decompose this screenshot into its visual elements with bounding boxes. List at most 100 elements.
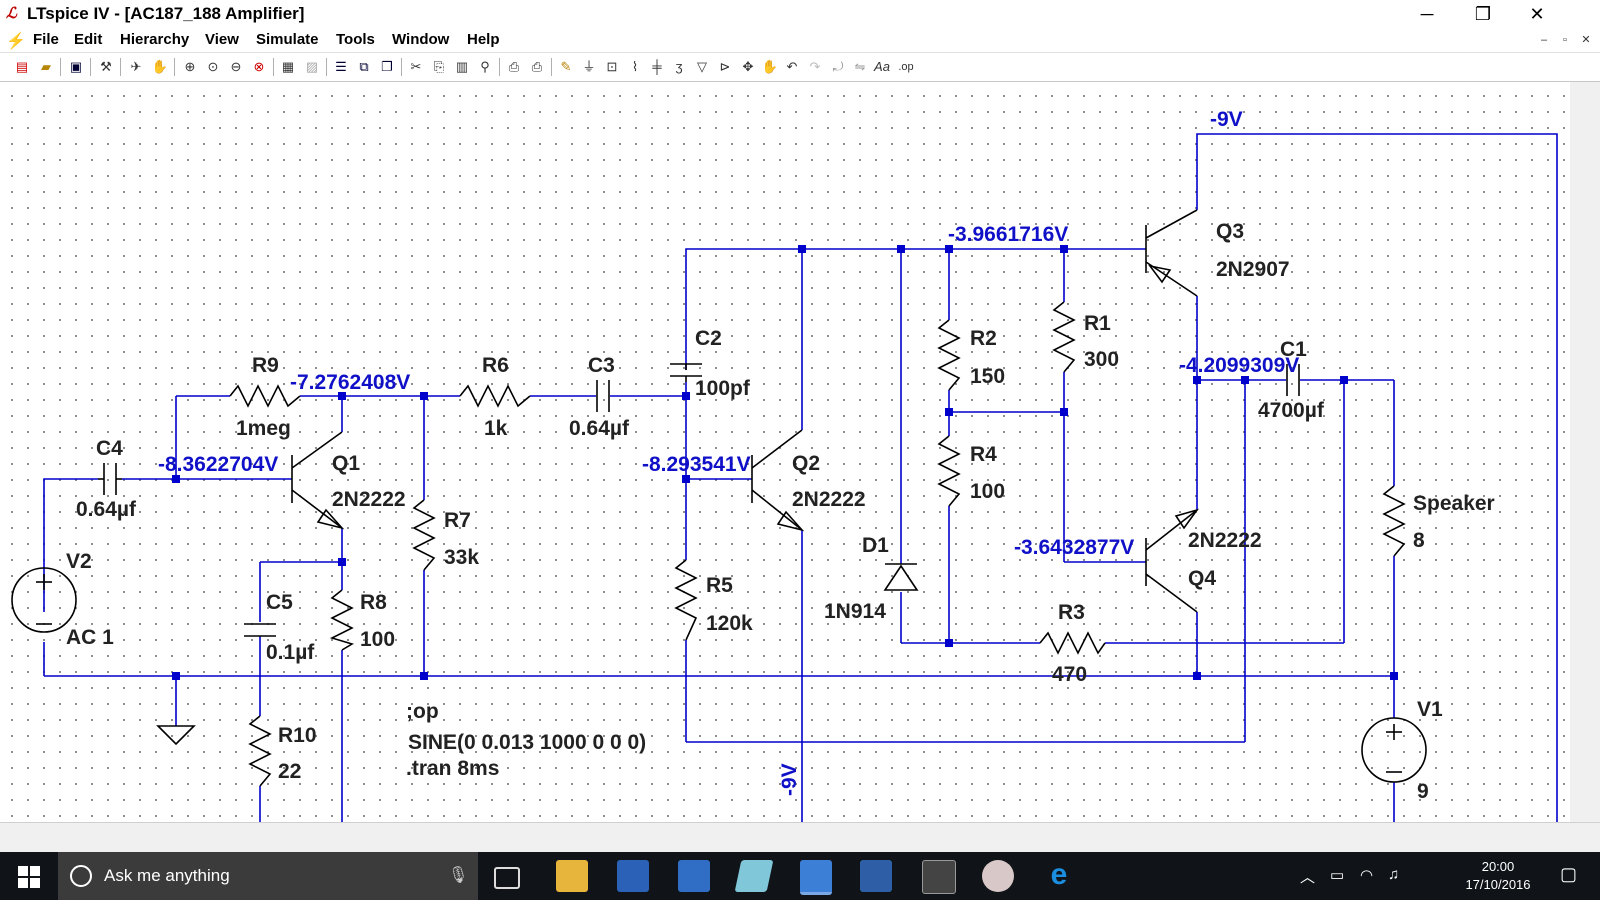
r6-symbol: [459, 384, 531, 408]
ltspice-xvii-taskbar-icon[interactable]: [860, 860, 892, 892]
menu-hierarchy[interactable]: Hierarchy: [120, 31, 190, 48]
microphone-icon[interactable]: 🎙: [448, 867, 469, 884]
capacitor-icon[interactable]: ╪: [652, 59, 662, 74]
run-icon[interactable]: ✈: [130, 59, 142, 74]
q3-value: 2N2907: [1216, 258, 1290, 281]
store-icon[interactable]: [617, 860, 649, 892]
rotate-icon[interactable]: ⤾: [832, 59, 844, 74]
find-icon[interactable]: ⚲: [480, 59, 490, 74]
speaker-label: Speaker: [1413, 492, 1495, 515]
cascade-icon[interactable]: ❐: [381, 59, 393, 74]
restore-button[interactable]: ❐: [1474, 4, 1492, 24]
menu-file[interactable]: File: [33, 31, 59, 48]
tile-horizontal-icon[interactable]: ☰: [335, 59, 347, 74]
r9-value: 1meg: [236, 417, 291, 440]
status-bar: [0, 822, 1600, 853]
spice-directive-icon[interactable]: .op: [898, 61, 914, 73]
close-button[interactable]: ✕: [1529, 4, 1545, 24]
label-net-icon[interactable]: ⊡: [606, 59, 618, 74]
cortana-icon: [70, 865, 92, 887]
d1-value: 1N914: [824, 600, 886, 623]
node-voltage-q4-base: -3.6432877V: [1014, 536, 1134, 559]
battery-icon[interactable]: ▭: [1330, 867, 1345, 884]
show-hidden-icons-icon[interactable]: ︿: [1300, 869, 1316, 886]
r10-label: R10: [278, 724, 317, 747]
menu-simulate[interactable]: Simulate: [256, 31, 319, 48]
document-app-icon[interactable]: [678, 860, 710, 892]
menu-help[interactable]: Help: [467, 31, 500, 48]
new-schematic-icon[interactable]: ▤: [15, 59, 29, 74]
task-view-icon[interactable]: [494, 867, 520, 889]
notes-app-icon[interactable]: [734, 860, 774, 892]
zoom-out-icon[interactable]: ⊖: [230, 59, 242, 74]
move-icon[interactable]: ✥: [742, 59, 754, 74]
text-icon[interactable]: Aa: [874, 59, 890, 74]
menu-view[interactable]: View: [205, 31, 239, 48]
mirror-icon[interactable]: ⇋: [854, 59, 866, 74]
file-explorer-icon[interactable]: [556, 860, 588, 892]
c4-label: C4: [96, 437, 123, 460]
pan-icon[interactable]: ⊙: [207, 59, 219, 74]
mdi-close-button[interactable]: ✕: [1581, 34, 1591, 46]
menu-window[interactable]: Window: [392, 31, 450, 48]
r6-value: 1k: [484, 417, 508, 440]
r2-label: R2: [970, 327, 997, 350]
windows-taskbar: Ask me anything 🎙 e ︿ ▭ ◠ ♫ 20:00 17/10/…: [0, 852, 1600, 900]
component-icon[interactable]: ⊳: [719, 59, 731, 74]
draw-wire-icon[interactable]: ✎: [560, 59, 572, 74]
resistor-icon[interactable]: ⌇: [631, 59, 639, 74]
r2-symbol: [937, 319, 961, 391]
vertical-scrollbar[interactable]: [1570, 82, 1600, 822]
r10-value: 22: [278, 760, 301, 783]
volume-icon[interactable]: ♫: [1388, 866, 1400, 883]
wifi-icon[interactable]: ◠: [1360, 867, 1374, 884]
schematic-canvas[interactable]: R9 1meg R6 1k C3 0.64µf C2 100pf C4 0.64…: [0, 82, 1570, 822]
tile-vertical-icon[interactable]: ⧉: [359, 59, 369, 74]
halt-icon[interactable]: ✋: [151, 59, 169, 74]
edge-browser-icon[interactable]: e: [1050, 858, 1068, 891]
save-icon[interactable]: ▣: [69, 59, 83, 74]
minimize-button[interactable]: ─: [1420, 4, 1434, 24]
paste-icon[interactable]: ▥: [455, 59, 469, 74]
open-icon[interactable]: ▰: [41, 59, 51, 74]
ground-icon[interactable]: ⏚: [582, 59, 596, 74]
redo-icon[interactable]: ↷: [809, 59, 821, 74]
r2-value: 150: [970, 365, 1005, 388]
autorange-icon[interactable]: ▦: [281, 59, 295, 74]
q4-label: Q4: [1188, 567, 1216, 590]
copy-icon[interactable]: ⎘: [433, 59, 445, 74]
print-icon[interactable]: ⎙: [531, 59, 543, 74]
menu-edit[interactable]: Edit: [74, 31, 103, 48]
print-preview-icon[interactable]: ⎙: [508, 59, 520, 74]
taskbar-clock[interactable]: 20:00 17/10/2016: [1462, 858, 1534, 894]
calculator-icon[interactable]: [922, 860, 956, 894]
action-center-icon[interactable]: ▢: [1560, 864, 1578, 884]
drag-icon[interactable]: ✋: [761, 59, 779, 74]
q3-label: Q3: [1216, 220, 1244, 243]
r5-symbol: [674, 559, 698, 641]
r1-value: 300: [1084, 348, 1119, 371]
control-panel-icon[interactable]: ⚒: [100, 59, 112, 74]
undo-icon[interactable]: ↶: [786, 59, 798, 74]
mdi-minimize-button[interactable]: –: [1540, 34, 1548, 46]
c1-label: C1: [1280, 338, 1307, 361]
diode-icon[interactable]: ▽: [697, 59, 707, 74]
ltspice-iv-taskbar-icon[interactable]: [800, 860, 832, 895]
paint-app-icon[interactable]: [982, 860, 1014, 892]
speaker-value: 8: [1413, 529, 1425, 552]
waveform-icon[interactable]: ▨: [305, 59, 319, 74]
mdi-restore-button[interactable]: ▫: [1563, 34, 1567, 46]
node-voltage-labels: -9V -3.9661716V -7.2762408V -8.3622704V …: [158, 108, 1299, 796]
cut-icon[interactable]: ✂: [410, 59, 422, 74]
zoom-in-icon[interactable]: ⊕: [184, 59, 196, 74]
v2-value: AC 1: [66, 626, 114, 649]
r7-label: R7: [444, 509, 471, 532]
toolbar: ▤ ▰ ▣ ⚒ ✈ ✋ ⊕ ⊙ ⊖ ⊗ ▦ ▨ ☰ ⧉ ❐ ✂ ⎘ ▥ ⚲ ⎙ …: [0, 53, 1600, 82]
inductor-icon[interactable]: ʒ: [675, 59, 683, 74]
zoom-fit-icon[interactable]: ⊗: [253, 59, 265, 74]
start-button[interactable]: [18, 866, 40, 888]
schematic-doc-icon[interactable]: ⚡: [6, 33, 26, 50]
schematic-drawing: R9 1meg R6 1k C3 0.64µf C2 100pf C4 0.64…: [11, 108, 1558, 822]
menu-tools[interactable]: Tools: [336, 31, 375, 48]
cortana-search-box[interactable]: Ask me anything 🎙: [58, 852, 478, 900]
